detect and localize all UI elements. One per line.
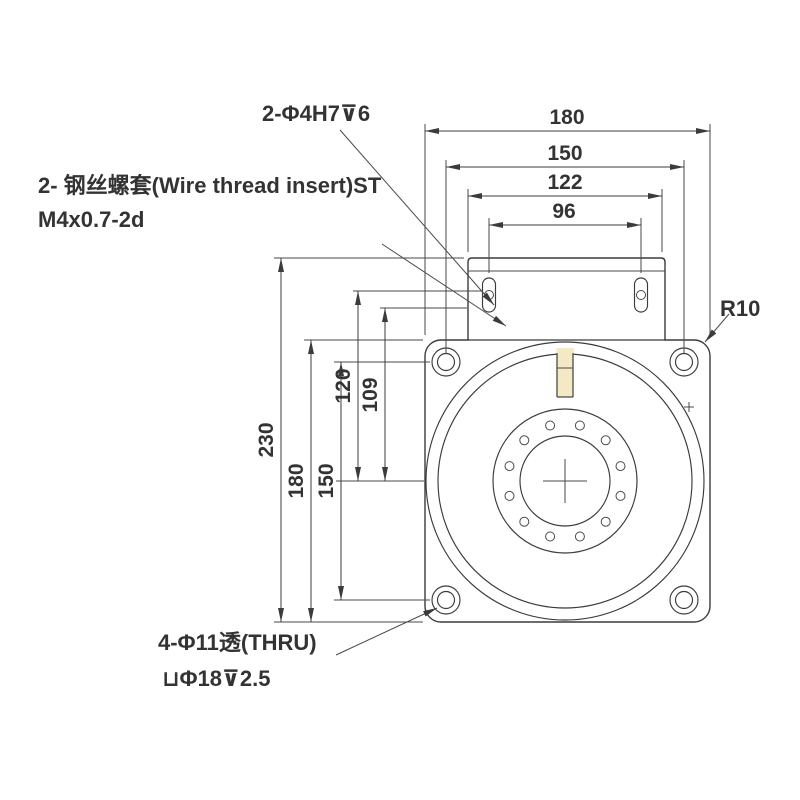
dim-plate-height: 180	[285, 463, 308, 498]
label-thru-holes-line1: 4-Φ11透(THRU)	[158, 630, 317, 655]
leader-lines	[335, 129, 730, 656]
bolt-holes	[504, 420, 626, 542]
dim-insert-to-center: 120	[332, 368, 355, 403]
label-thru-holes-line2: ⊔Φ18⊽2.5	[162, 666, 271, 691]
part-outline	[424, 257, 711, 623]
outer-circle	[425, 341, 705, 621]
dim-hole-to-center: 109	[359, 377, 382, 412]
center-cross	[543, 459, 587, 503]
label-tap-holes: 2-Φ4H7⊽6	[262, 101, 370, 126]
dim-slot-outer-spacing: 122	[547, 171, 582, 194]
label-corner-radius: R10	[720, 296, 760, 321]
dim-slot-center-spacing: 96	[552, 200, 575, 223]
label-wire-insert-line1: 2- 钢丝螺套(Wire thread insert)ST	[38, 173, 382, 198]
dim-hole-spacing-h: 150	[547, 142, 582, 165]
dim-top-width: 180	[549, 106, 584, 129]
extension-lines	[274, 124, 711, 623]
dimension-lines	[278, 128, 710, 622]
position-marker	[684, 402, 694, 412]
keyway-notch	[556, 348, 574, 398]
dim-total-height: 230	[255, 422, 278, 457]
part-body	[424, 257, 711, 623]
boss-circle	[492, 408, 638, 554]
label-wire-insert-line2: M4x0.7-2d	[38, 207, 144, 232]
dim-hole-spacing-v: 150	[315, 463, 338, 498]
corner-holes	[431, 347, 699, 615]
